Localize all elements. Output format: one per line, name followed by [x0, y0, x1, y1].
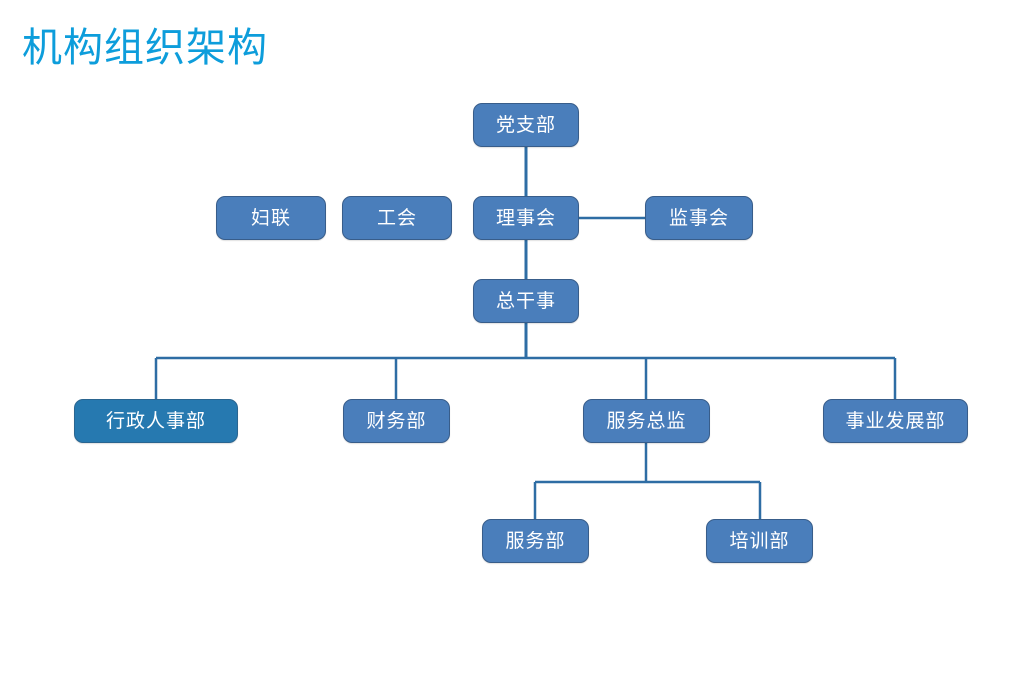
node-label: 党支部: [495, 114, 556, 136]
node-zongganshi[interactable]: 总干事: [473, 279, 579, 323]
node-gonghui[interactable]: 工会: [342, 196, 452, 240]
node-fuwuzongjian[interactable]: 服务总监: [583, 399, 710, 443]
node-fulian[interactable]: 妇联: [216, 196, 326, 240]
node-label: 妇联: [250, 207, 291, 229]
node-label: 服务总监: [606, 410, 687, 432]
node-caiwubu[interactable]: 财务部: [343, 399, 450, 443]
node-label: 财务部: [366, 410, 427, 432]
node-label: 理事会: [495, 207, 556, 229]
node-dangzhibu[interactable]: 党支部: [473, 103, 579, 147]
node-label: 监事会: [668, 207, 729, 229]
node-shiyefazhanbu[interactable]: 事业发展部: [823, 399, 968, 443]
node-label: 总干事: [495, 290, 556, 312]
node-jianshihui[interactable]: 监事会: [645, 196, 753, 240]
node-label: 事业发展部: [845, 410, 946, 432]
node-label: 工会: [376, 207, 417, 229]
page-title: 机构组织架构: [22, 26, 268, 70]
node-lishihui[interactable]: 理事会: [473, 196, 579, 240]
node-label: 培训部: [729, 530, 790, 552]
node-xingzhengrenshibu[interactable]: 行政人事部: [74, 399, 238, 443]
node-label: 服务部: [505, 530, 566, 552]
node-peixunbu[interactable]: 培训部: [706, 519, 813, 563]
node-label: 行政人事部: [105, 410, 206, 432]
node-fuwubu[interactable]: 服务部: [482, 519, 589, 563]
